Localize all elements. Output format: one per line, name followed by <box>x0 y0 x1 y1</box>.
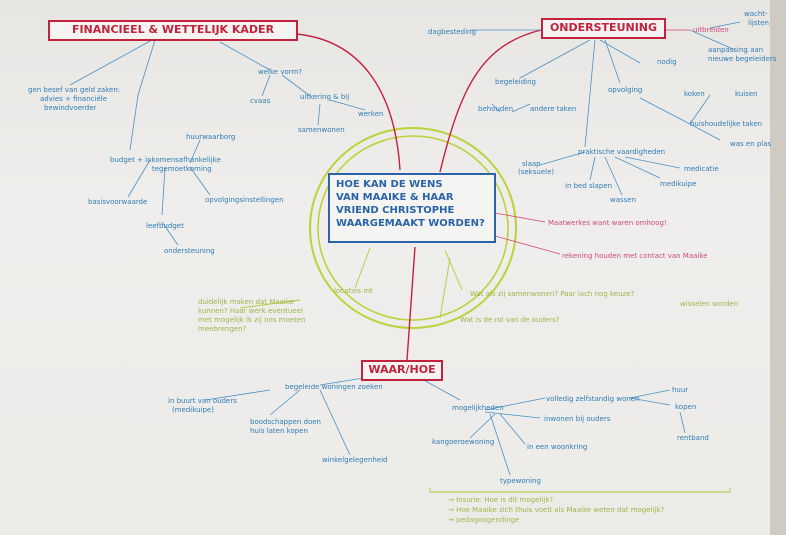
note-geld-2: advies + financiële <box>40 95 108 103</box>
note-aanpassing-2: nieuwe begeleiders <box>708 55 777 63</box>
note-kopen: kopen <box>675 403 697 411</box>
note-rekening: rekening houden met contact van Maaike <box>562 252 708 260</box>
central-question-line-3: VRIEND CHRISTOPHE <box>336 205 455 216</box>
note-huur: huur <box>672 386 689 394</box>
note-begeleiding: begeleiding <box>495 78 536 86</box>
note-wachtlijsten-2: lijsten <box>748 19 769 27</box>
note-ondersteuning-sub: ondersteuning <box>164 247 215 255</box>
node-ondersteuning: ONDERSTEUNING <box>541 18 666 39</box>
note-boodschappen-2: huis laten kopen <box>250 427 308 435</box>
note-duidelijk-2: kunnen? Haar werk eventueel <box>198 307 303 315</box>
note-behouden: behouden <box>478 105 514 113</box>
note-welke-vorm: welke vorm? <box>258 68 303 76</box>
note-koken: koken <box>684 90 705 98</box>
note-uitbreiden: uitbreiden <box>693 26 729 34</box>
note-wat-als: Wat als zij samenwonen? Paar lach nog ke… <box>470 290 635 298</box>
paper-edge <box>770 0 786 535</box>
note-huurwaarborg: huurwaarborg <box>186 133 236 141</box>
note-dagbesteding: dagbesteding <box>428 28 476 36</box>
note-rentband: rentband <box>677 434 709 442</box>
note-aanpassing-1: aanpassing aan <box>708 46 764 54</box>
note-praktische: praktische vaardigheden <box>578 148 666 156</box>
note-slaap-2: (seksuele) <box>518 168 555 176</box>
note-buurt-2: (medikuipe) <box>172 406 214 414</box>
note-bedslapen: in bed slapen <box>565 182 613 190</box>
note-opvolgingsinstellingen: opvolgingsinstellingen <box>205 196 284 204</box>
note-samenwonen: samenwonen <box>298 126 345 134</box>
note-inwonen: inwonen bij ouders <box>544 415 611 423</box>
central-question-line-1: HOE KAN DE WENS <box>336 179 443 190</box>
note-wisselen: wisselen worden <box>680 300 739 308</box>
note-uitkering: uitkering & bij <box>300 93 350 101</box>
note-volledig: volledig zelfstandig wonen <box>546 395 640 403</box>
central-question-line-2: VAN MAAIKE & HAAR <box>336 192 454 203</box>
note-wachtlijsten-1: wacht- <box>744 10 768 18</box>
note-geld-1: gen besef van geld zaken: <box>28 86 121 94</box>
bottom-note-3: → pedagoogendinge <box>448 516 520 524</box>
note-boodschappen-1: boodschappen doen <box>250 418 321 426</box>
note-wasplas: was en plas <box>730 140 772 148</box>
note-leefbudget: leefbudget <box>146 222 184 230</box>
ring-outer <box>309 127 517 329</box>
note-buurt-1: in buurt van ouders <box>168 397 237 405</box>
note-duidelijk-1: duidelijk maken dat Maaike <box>198 298 294 306</box>
note-budget-2: tegemoetkoming <box>152 165 212 173</box>
ring-inner <box>317 135 509 321</box>
central-question-line-4: WAARGEMAAKT WORDEN? <box>336 218 485 229</box>
note-geld-3: bewindvoerder <box>44 104 97 112</box>
note-medikuipe: medikuipe <box>660 180 697 188</box>
note-kuisen: kuisen <box>735 90 758 98</box>
note-duidelijk-4: meebrengen? <box>198 325 247 333</box>
node-waar-hoe: WAAR/HOE <box>361 360 443 381</box>
note-budget: budget + inkomensafhankelijke <box>110 156 221 164</box>
note-wassen: wassen <box>610 196 637 204</box>
note-winkelgelegenheid: winkelgelegenheid <box>322 456 388 464</box>
note-kangoeroe: kangoeroewoning <box>432 438 495 446</box>
note-huishoudelijke: huishoudelijke taken <box>690 120 763 128</box>
note-mogelijkheden: mogelijkheden <box>452 404 504 412</box>
note-werken: werken <box>358 110 384 118</box>
bottom-note-1: → Insurie: Hoe is dit mogelijk? <box>448 496 554 504</box>
note-medicatie: medicatie <box>684 165 719 173</box>
note-nodig: nodig <box>657 58 677 66</box>
central-question: HOE KAN DE WENS VAN MAAIKE & HAAR VRIEND… <box>328 173 496 243</box>
note-duidelijk-3: met mogelijk ik zij ons moeten <box>198 316 306 324</box>
node-financieel: FINANCIEEL & WETTELIJK KADER <box>48 20 298 41</box>
note-cvaas: cvaas <box>250 97 271 105</box>
note-eenwoning: in een woonkring <box>527 443 588 451</box>
note-maatwerk: Maatwerkes want waren omhoog! <box>548 219 667 227</box>
note-typewoning: typewoning <box>500 477 541 485</box>
note-begeleide: begeleide woningen zoeken <box>285 383 383 391</box>
bottom-note-2: → Hoe Maaike zich thuis voelt als Maaike… <box>448 506 665 514</box>
note-locaties: locaties mt <box>334 287 373 295</box>
note-wat-rol: Wat is de rol van de ouders? <box>460 316 560 324</box>
note-slaap-1: slaap <box>522 160 541 168</box>
note-andere-taken: andere taken <box>530 105 577 113</box>
note-basisvoorwaarde: basisvoorwaarde <box>88 198 148 206</box>
note-opvolging: opvolging <box>608 86 643 94</box>
